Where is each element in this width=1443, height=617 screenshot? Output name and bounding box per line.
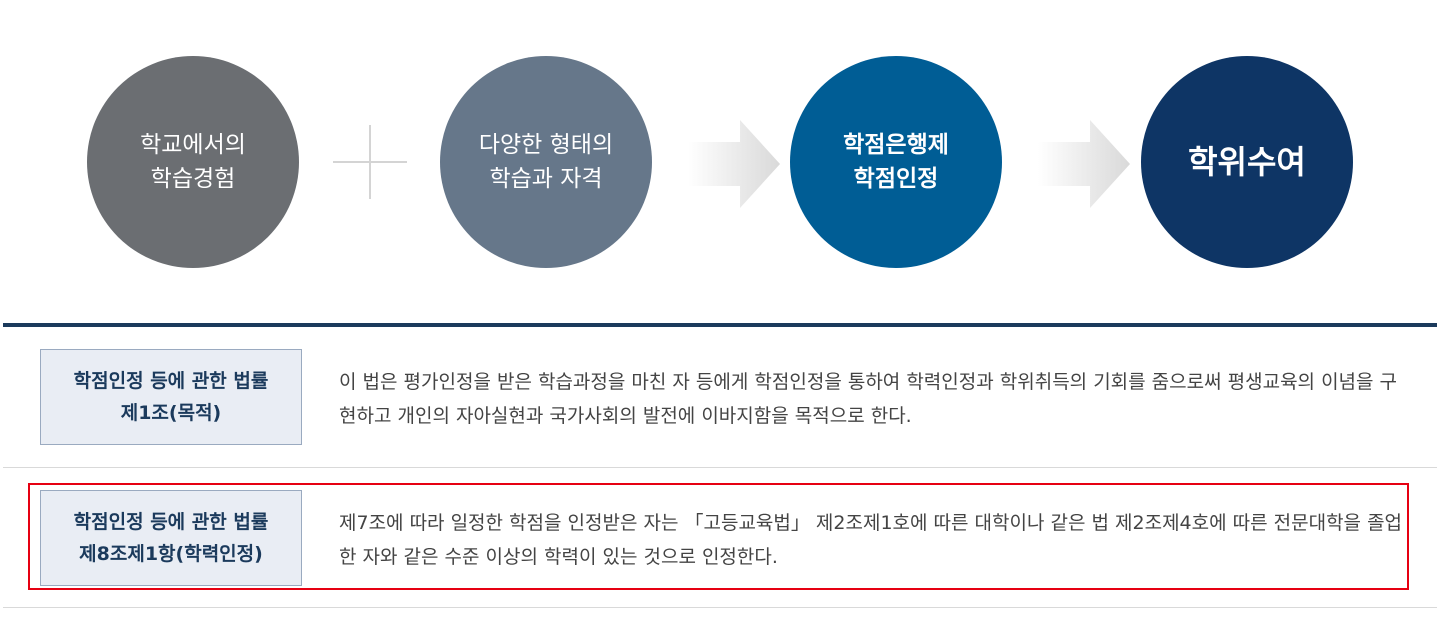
law-description: 이 법은 평가인정을 받은 학습과정을 마친 자 등에게 학점인정을 통하여 학… <box>339 371 1398 427</box>
process-flow: 학교에서의 학습경험 다양한 형태의 학습과 자격 학점은행제 학점인정 학위수… <box>0 0 1443 300</box>
arrow-right-icon <box>688 120 780 208</box>
step-credit-bank: 학점은행제 학점인정 <box>790 56 1002 268</box>
step-school-experience: 학교에서의 학습경험 <box>87 56 299 268</box>
step-label: 학위수여 <box>1188 143 1306 181</box>
law-title-box: 학점인정 등에 관한 법률 제1조(목적) <box>40 349 302 445</box>
law-row: 학점인정 등에 관한 법률 제8조제1항(학력인정) 제7조에 따라 일정한 학… <box>3 468 1437 608</box>
law-article: 제8조제1항(학력인정) <box>79 543 263 565</box>
table-top-border <box>3 323 1437 327</box>
law-title: 학점인정 등에 관한 법률 <box>73 511 269 533</box>
step-label: 다양한 형태의 <box>478 132 614 158</box>
step-label: 학습과 자격 <box>489 166 603 192</box>
law-title: 학점인정 등에 관한 법률 <box>73 370 269 392</box>
step-label: 학점인정 <box>853 166 939 192</box>
law-title-box: 학점인정 등에 관한 법률 제8조제1항(학력인정) <box>40 490 302 586</box>
arrow-right-icon <box>1038 120 1130 208</box>
step-various-learning: 다양한 형태의 학습과 자격 <box>440 56 652 268</box>
step-label: 학교에서의 <box>140 132 246 158</box>
step-label: 학점은행제 <box>843 132 949 158</box>
law-description: 제7조에 따라 일정한 학점을 인정받은 자는 「고등교육법」 제2조제1호에 … <box>339 512 1403 568</box>
law-article: 제1조(목적) <box>120 402 222 424</box>
plus-icon <box>333 125 407 199</box>
step-degree-award: 학위수여 <box>1141 56 1353 268</box>
step-label: 학습경험 <box>150 166 236 192</box>
law-row: 학점인정 등에 관한 법률 제1조(목적) 이 법은 평가인정을 받은 학습과정… <box>3 327 1437 468</box>
